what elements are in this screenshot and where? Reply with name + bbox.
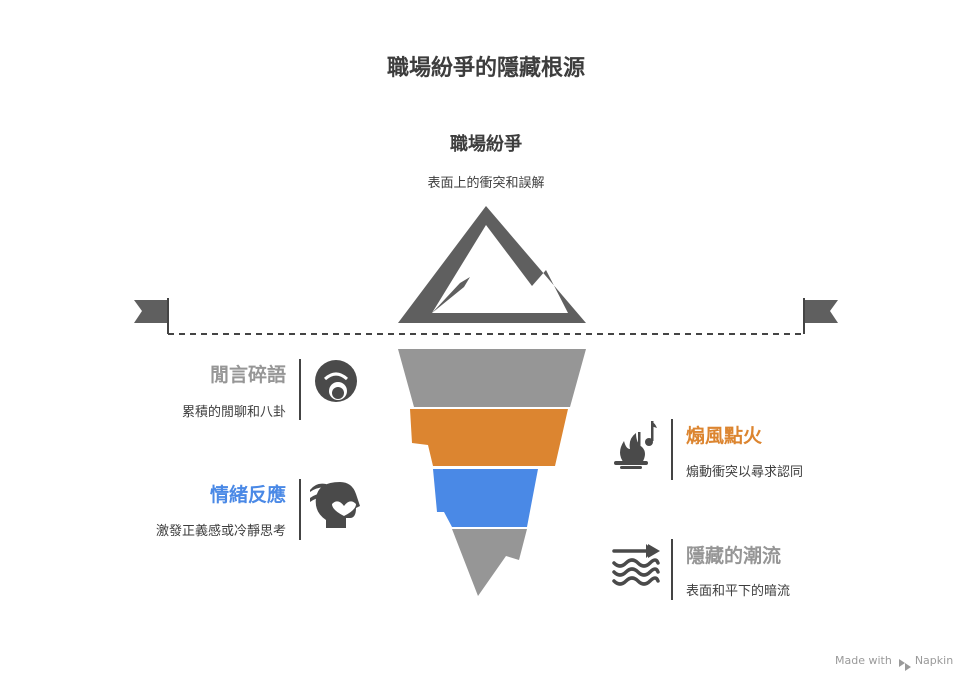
page-title: 職場紛爭的隱藏根源 bbox=[386, 56, 585, 81]
undercurrent-desc: 表面和平下的暗流 bbox=[686, 584, 791, 599]
made-with-text: Made with bbox=[835, 654, 892, 667]
fire-music-icon bbox=[614, 421, 657, 469]
right-flag bbox=[805, 300, 838, 323]
left-flag bbox=[134, 300, 167, 323]
emotion-title: 情緒反應 bbox=[209, 484, 286, 506]
emotion-desc: 激發正義感或冷靜思考 bbox=[155, 524, 286, 539]
fanning-title: 煽風點火 bbox=[686, 425, 763, 447]
top-heading: 職場紛爭 bbox=[450, 134, 522, 155]
gossip-desc: 累積的閒聊和八卦 bbox=[181, 405, 286, 420]
napkin-logo-icon bbox=[899, 659, 911, 671]
layer-fanning bbox=[410, 409, 568, 466]
undercurrent-title: 隱藏的潮流 bbox=[686, 545, 782, 567]
layer-gossip bbox=[398, 349, 586, 407]
brand-text: Napkin bbox=[914, 654, 954, 667]
layer-undercurrent bbox=[452, 529, 527, 596]
label-gossip: 閒言碎語 bbox=[210, 360, 286, 387]
undercurrent-divider bbox=[671, 539, 673, 600]
gossip-title: 閒言碎語 bbox=[209, 364, 286, 386]
gossip-divider bbox=[299, 359, 301, 420]
layer-emotion bbox=[433, 469, 538, 527]
footer-made-with[interactable]: Made with Napkin bbox=[835, 654, 953, 667]
heart-head-icon bbox=[310, 482, 360, 528]
iceberg-tip bbox=[398, 206, 586, 323]
emotion-divider bbox=[299, 479, 301, 540]
top-description: 表面上的衝突和誤解 bbox=[427, 176, 545, 191]
face-icon bbox=[315, 360, 357, 402]
arrow-head bbox=[648, 544, 660, 558]
fanning-divider bbox=[671, 419, 673, 480]
fanning-desc: 煽動衝突以尋求認同 bbox=[686, 465, 804, 480]
